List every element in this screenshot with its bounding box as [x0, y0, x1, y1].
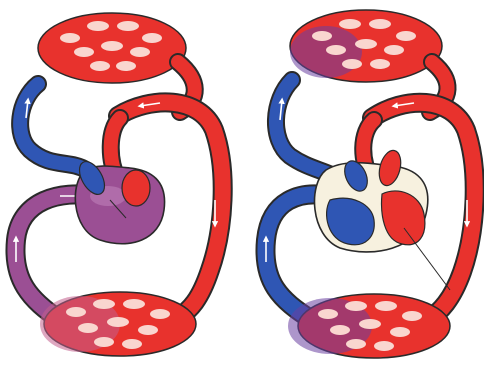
- pulmonary-capillary-bed-left: [38, 13, 186, 83]
- systemic-capillary-bed-left: [40, 292, 196, 356]
- systemic-capillary-bed-right: [288, 294, 450, 358]
- four-chamber-circulation: [265, 10, 474, 358]
- pulmonary-capillary-bed-right: [290, 10, 442, 82]
- three-chamber-circulation: [15, 13, 222, 356]
- three-chamber-heart: [74, 157, 164, 243]
- four-chamber-heart: [314, 148, 450, 290]
